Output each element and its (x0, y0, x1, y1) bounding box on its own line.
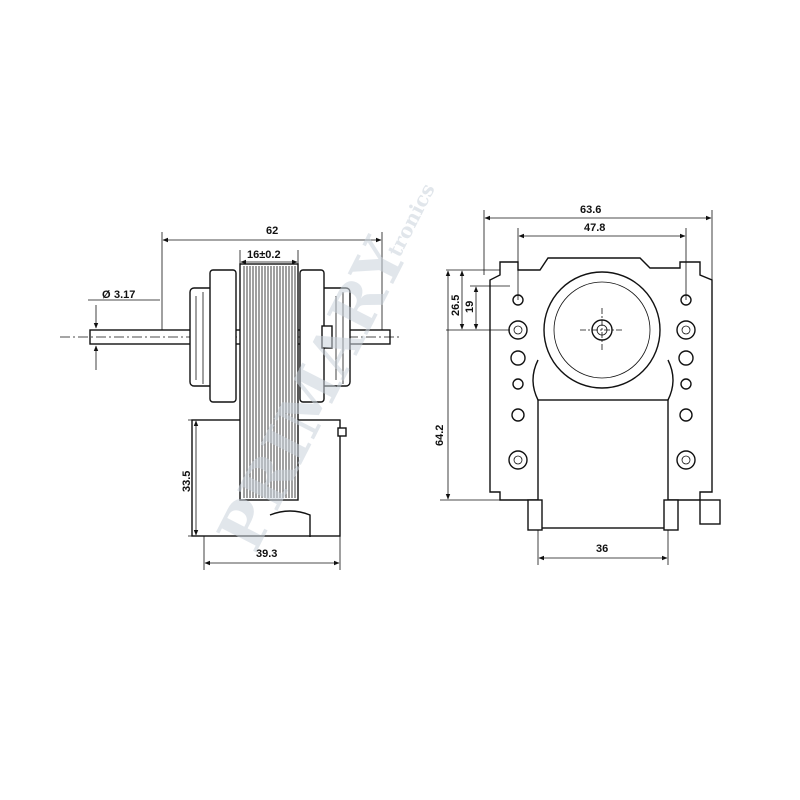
side-view: 62 16±0.2 Ø 3.17 33.5 39.3 (60, 225, 400, 570)
dimension-overall-width: 63.6 (580, 204, 601, 216)
front-view: 63.6 47.8 26.5 19 64.2 36 (434, 204, 721, 565)
diameter-symbol: Ø (102, 289, 111, 301)
dimension-overall-length: 62 (266, 225, 278, 237)
svg-text:tronics: tronics (383, 179, 440, 260)
dimension-shaft-offset-a: 26.5 (450, 295, 462, 316)
dimension-overall-height: 64.2 (434, 425, 446, 446)
dimension-shaft-offset-b: 19 (464, 301, 476, 313)
dimension-base-depth: 39.3 (256, 548, 277, 560)
coil (537, 399, 669, 529)
dimension-hole-spacing: 47.8 (584, 222, 605, 234)
dimension-coil-width: 36 (596, 543, 608, 555)
right-mounting-holes (676, 294, 696, 470)
terminal (699, 499, 721, 525)
dimension-height-from-base: 33.5 (181, 471, 193, 492)
dimension-shaft-diameter: 3.17 (114, 289, 135, 301)
dimension-stack-width: 16±0.2 (247, 249, 281, 261)
